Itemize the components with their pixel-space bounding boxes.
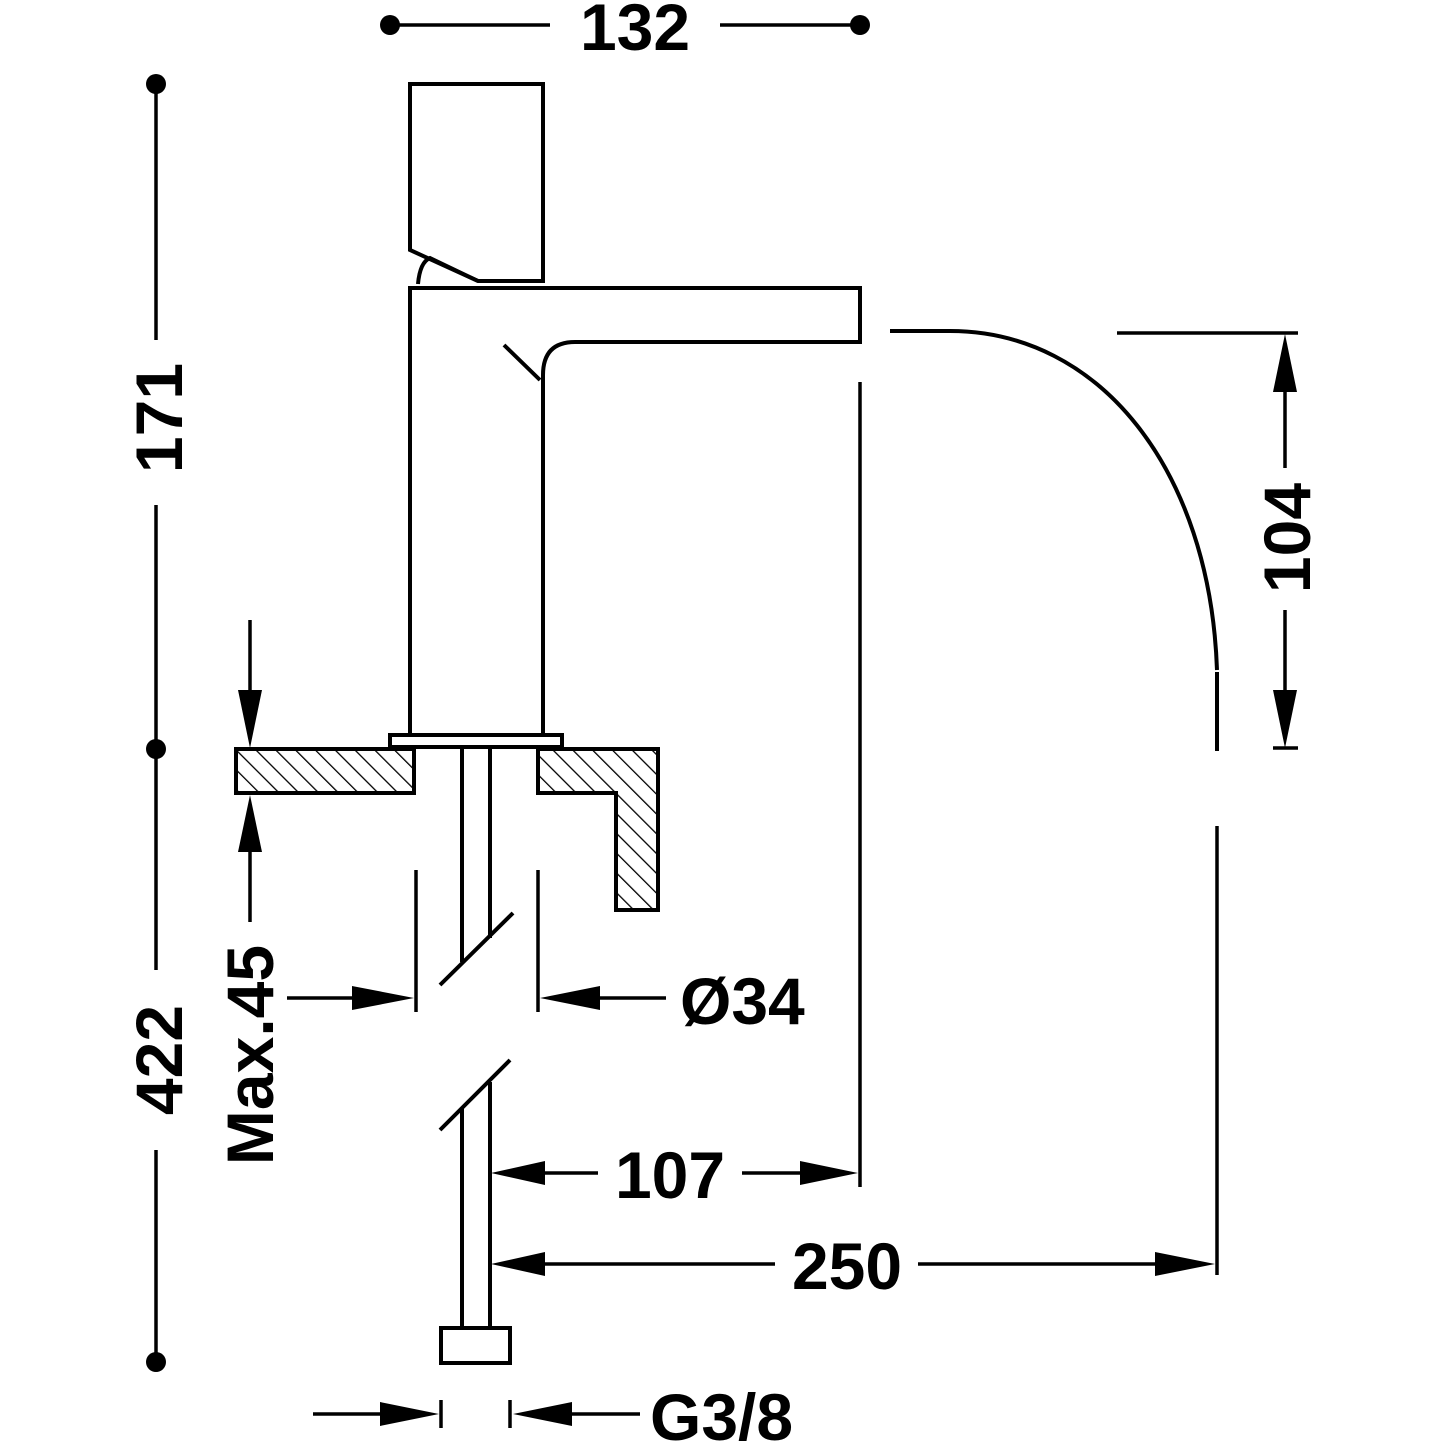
base-flange [388,733,564,749]
dimension-left-vertical: 171 422 [122,74,196,1372]
label-spout-reach: 107 [615,1138,725,1212]
water-jet-curve [890,329,1219,671]
countertop-section [234,747,660,912]
supply-hoses [438,749,515,1365]
dimension-hole-diameter: Ø34 [287,964,805,1038]
extension-lines [414,331,1298,1428]
connection-nut [439,1326,512,1365]
body-bend-line [502,343,542,382]
handle-lever [408,82,545,283]
label-spout-drop: 104 [1250,483,1324,593]
label-connection-thread: G3/8 [650,1380,793,1448]
dimension-spout-drop: 104 [1250,334,1324,748]
label-hole-diameter: Ø34 [680,964,805,1038]
label-total-height: 171 [122,363,196,473]
label-top-width: 132 [580,0,690,64]
countertop-right [536,747,660,912]
countertop-left [234,747,416,795]
dimension-top-width: 132 [380,0,870,64]
dimension-spout-reach: 107 [491,1138,858,1212]
dimension-counter-thickness: Max.45 [213,620,287,1165]
label-counter-thickness: Max.45 [213,945,287,1165]
handle-cartridge [416,255,479,285]
label-outflow-reach: 250 [792,1229,902,1303]
dimension-connection-thread: G3/8 [313,1380,793,1448]
faucet-body [408,286,862,733]
dimension-outflow-reach: 250 [491,1229,1215,1303]
faucet-outline [388,82,862,749]
label-below-counter: 422 [122,1005,196,1115]
